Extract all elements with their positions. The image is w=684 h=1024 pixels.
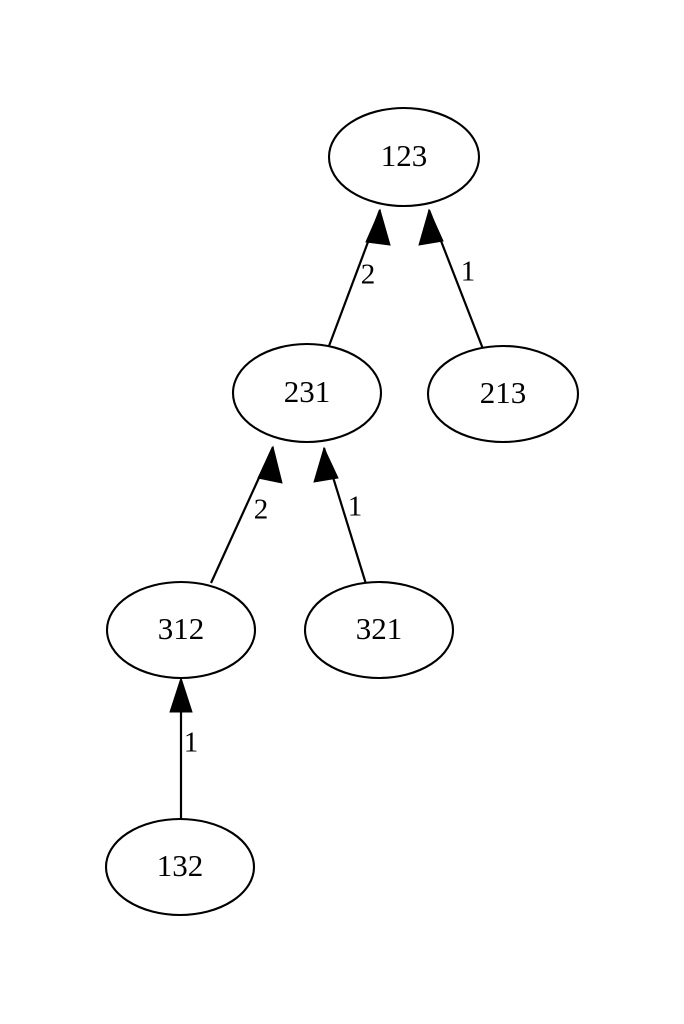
arrowhead-icon (365, 208, 391, 246)
node-label: 123 (381, 138, 428, 173)
node-label: 132 (157, 848, 204, 883)
arrowhead-icon (418, 208, 444, 246)
edge-312-to-231[interactable]: 2 (209, 445, 283, 584)
node-label: 231 (284, 374, 331, 409)
node-shape (303, 580, 455, 680)
node-132[interactable]: 132 (104, 817, 256, 917)
node-321[interactable]: 321 (303, 580, 455, 680)
edge-label: 2 (254, 494, 269, 526)
edge-213-to-123[interactable]: 1 (418, 208, 485, 350)
edge-321-to-231[interactable]: 1 (313, 446, 368, 585)
node-213[interactable]: 213 (426, 344, 580, 444)
arrowhead-icon (257, 445, 283, 484)
edge-label: 1 (348, 491, 363, 523)
node-group: 123 231 213 312 321 132 (104, 106, 580, 917)
node-shape (104, 817, 256, 917)
node-shape (327, 106, 481, 208)
edge-231-to-123[interactable]: 2 (327, 208, 391, 347)
node-123[interactable]: 123 (327, 106, 481, 208)
arrowhead-icon (313, 446, 339, 483)
node-label: 312 (158, 611, 205, 646)
edge-label: 2 (361, 259, 376, 291)
edge-label: 1 (184, 727, 199, 759)
node-231[interactable]: 231 (231, 342, 383, 444)
node-shape (105, 580, 257, 680)
node-shape (426, 344, 580, 444)
edge-group: 2 1 2 1 1 (169, 208, 485, 819)
node-label: 321 (356, 611, 403, 646)
node-312[interactable]: 312 (105, 580, 257, 680)
arrowhead-icon (169, 676, 193, 713)
node-label: 213 (480, 375, 527, 410)
edge-label: 1 (461, 256, 476, 288)
edge-132-to-312[interactable]: 1 (169, 676, 199, 819)
node-shape (231, 342, 383, 444)
